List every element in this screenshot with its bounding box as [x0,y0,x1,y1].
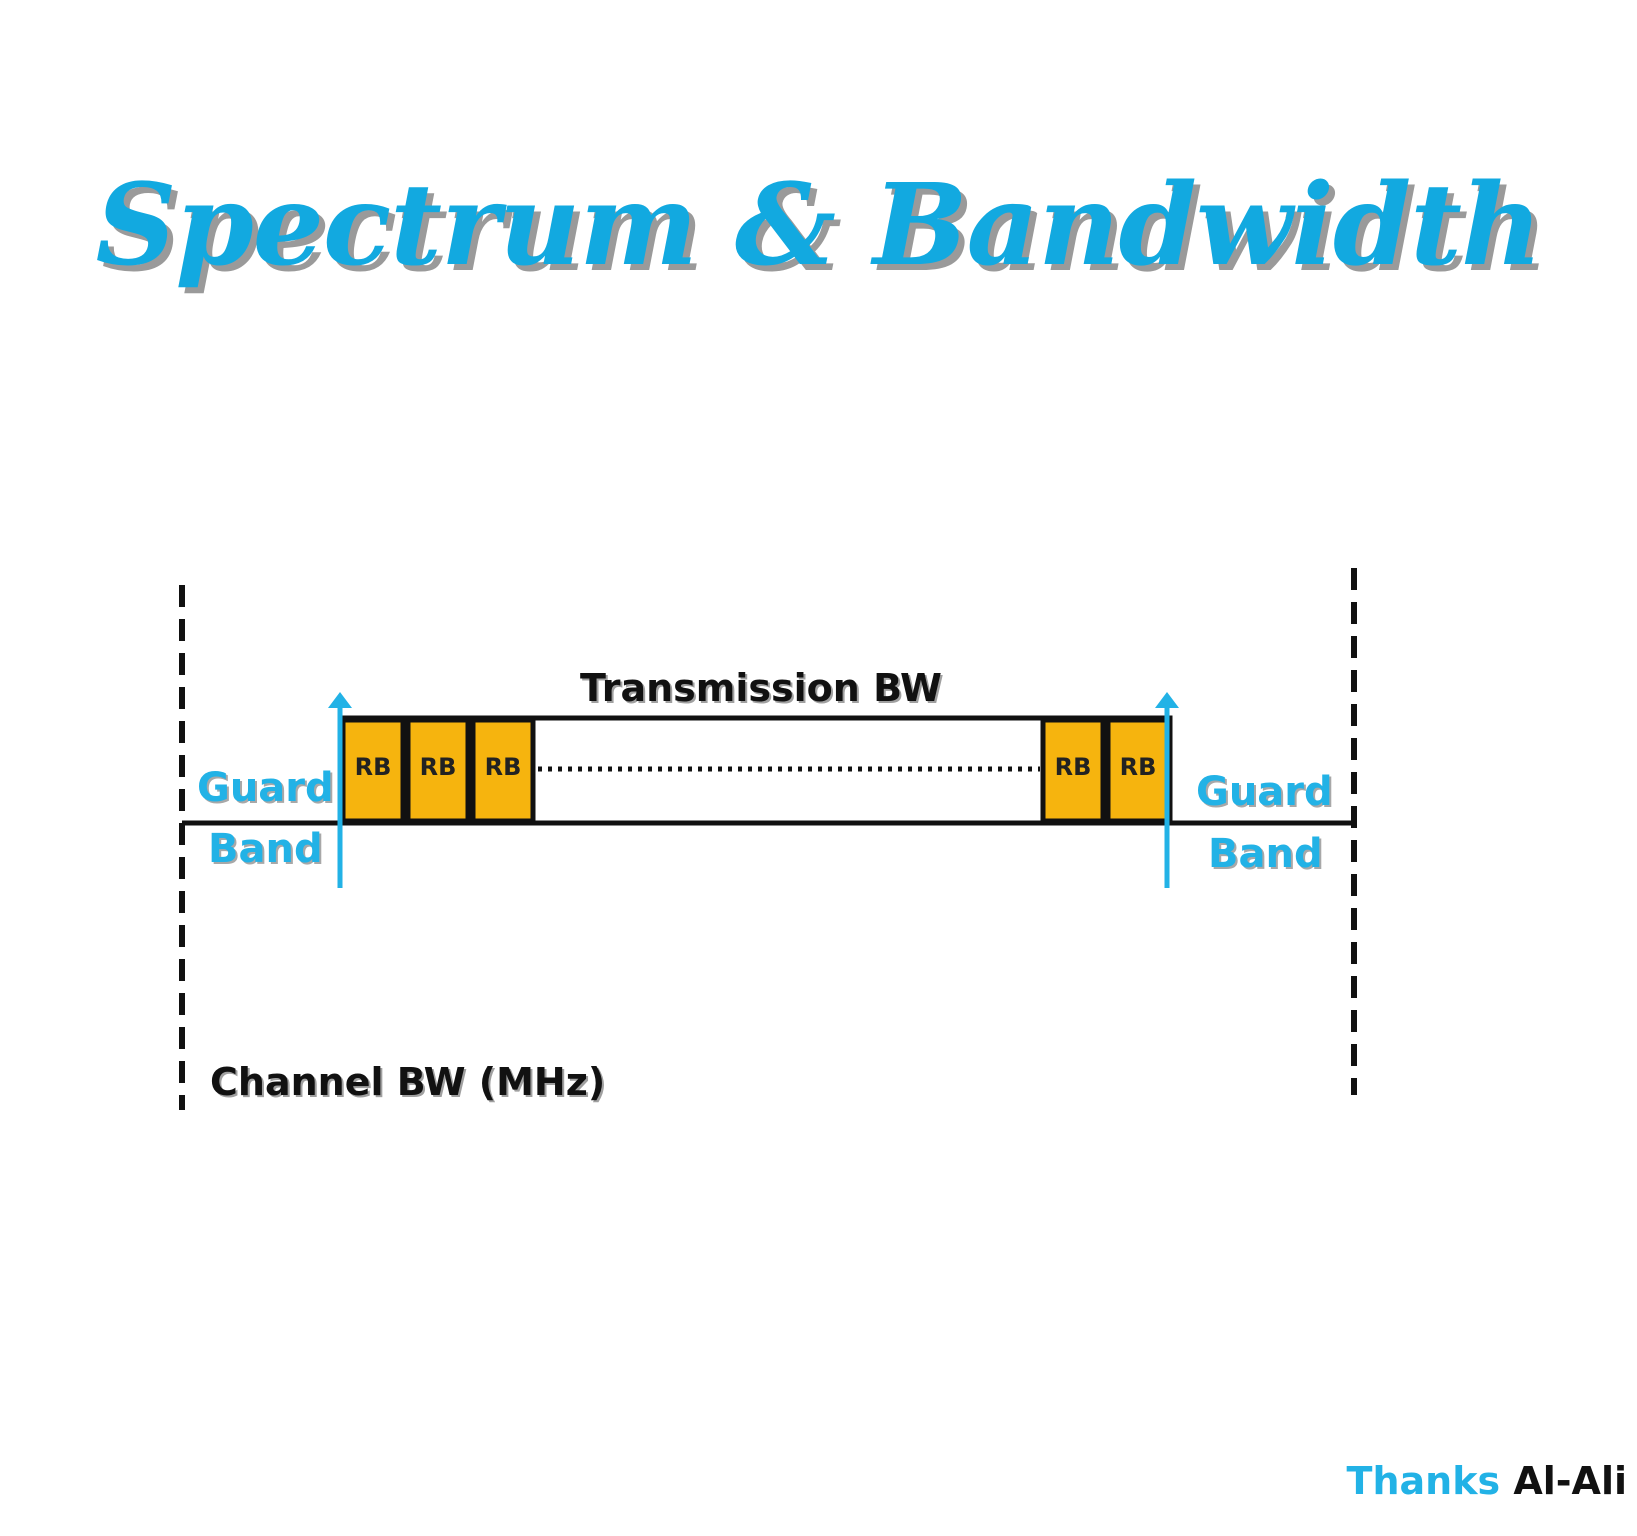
resource-block: RB [340,717,406,824]
resource-block: RB [405,717,471,824]
channel-bw-label: Channel BW (MHz) [210,1060,606,1104]
footer-author: Al-Ali [1513,1459,1627,1503]
rb-label: RB [355,753,392,781]
guard-band-arrow-left [328,692,352,888]
guard-band-left-label-line2: Band [208,826,323,872]
guard-band-left-label-line1: Guard [197,765,334,811]
resource-block: RB [470,717,536,824]
rb-label: RB [1120,753,1157,781]
page-title: Spectrum & Bandwidth [95,160,1543,291]
rb-label: RB [420,753,457,781]
guard-band-right-label-line1: Guard [1196,769,1333,815]
footer-thanks: Thanks [1346,1459,1501,1503]
rb-label: RB [1055,753,1092,781]
rb-label: RB [485,753,522,781]
resource-block: RB [1105,717,1171,824]
transmission-bw-label: Transmission BW [580,666,942,710]
footer-credit: Thanks Al-Ali [1347,1462,1627,1500]
guard-band-arrow-right [1155,692,1179,888]
guard-band-right-label-line2: Band [1208,831,1323,877]
resource-block: RB [1040,717,1106,824]
